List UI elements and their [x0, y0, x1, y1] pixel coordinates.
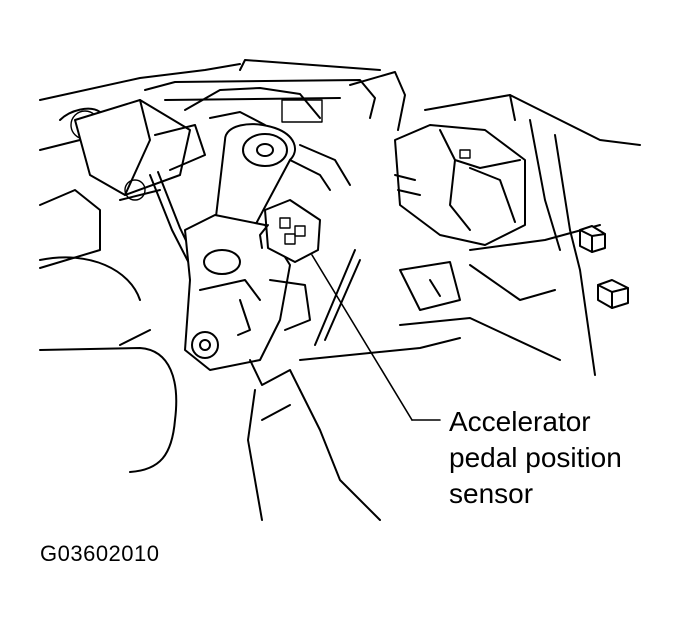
- pedal-shaft: [214, 123, 351, 236]
- side-panel: [399, 94, 641, 376]
- sensor-connector: [259, 199, 321, 263]
- pedal-arm-bracket: [184, 214, 311, 371]
- mounting-bolt-upper: [579, 225, 606, 253]
- mounting-bolt-lower: [597, 279, 629, 309]
- upper-bracket: [144, 59, 406, 141]
- lower-trim: [39, 256, 178, 473]
- pedal-lever: [247, 359, 381, 521]
- callout-leader-line: [311, 254, 413, 421]
- callout-line-3: sensor: [449, 478, 534, 509]
- module-housing: [394, 124, 526, 246]
- actuator-motor: [74, 99, 206, 276]
- callout-line-2: pedal position: [449, 442, 622, 473]
- callout-line-1: Accelerator: [449, 406, 591, 437]
- figure-code: G03602010: [40, 541, 160, 566]
- floor-lines: [119, 249, 461, 361]
- callout-label: Accelerator pedal position sensor: [449, 404, 674, 512]
